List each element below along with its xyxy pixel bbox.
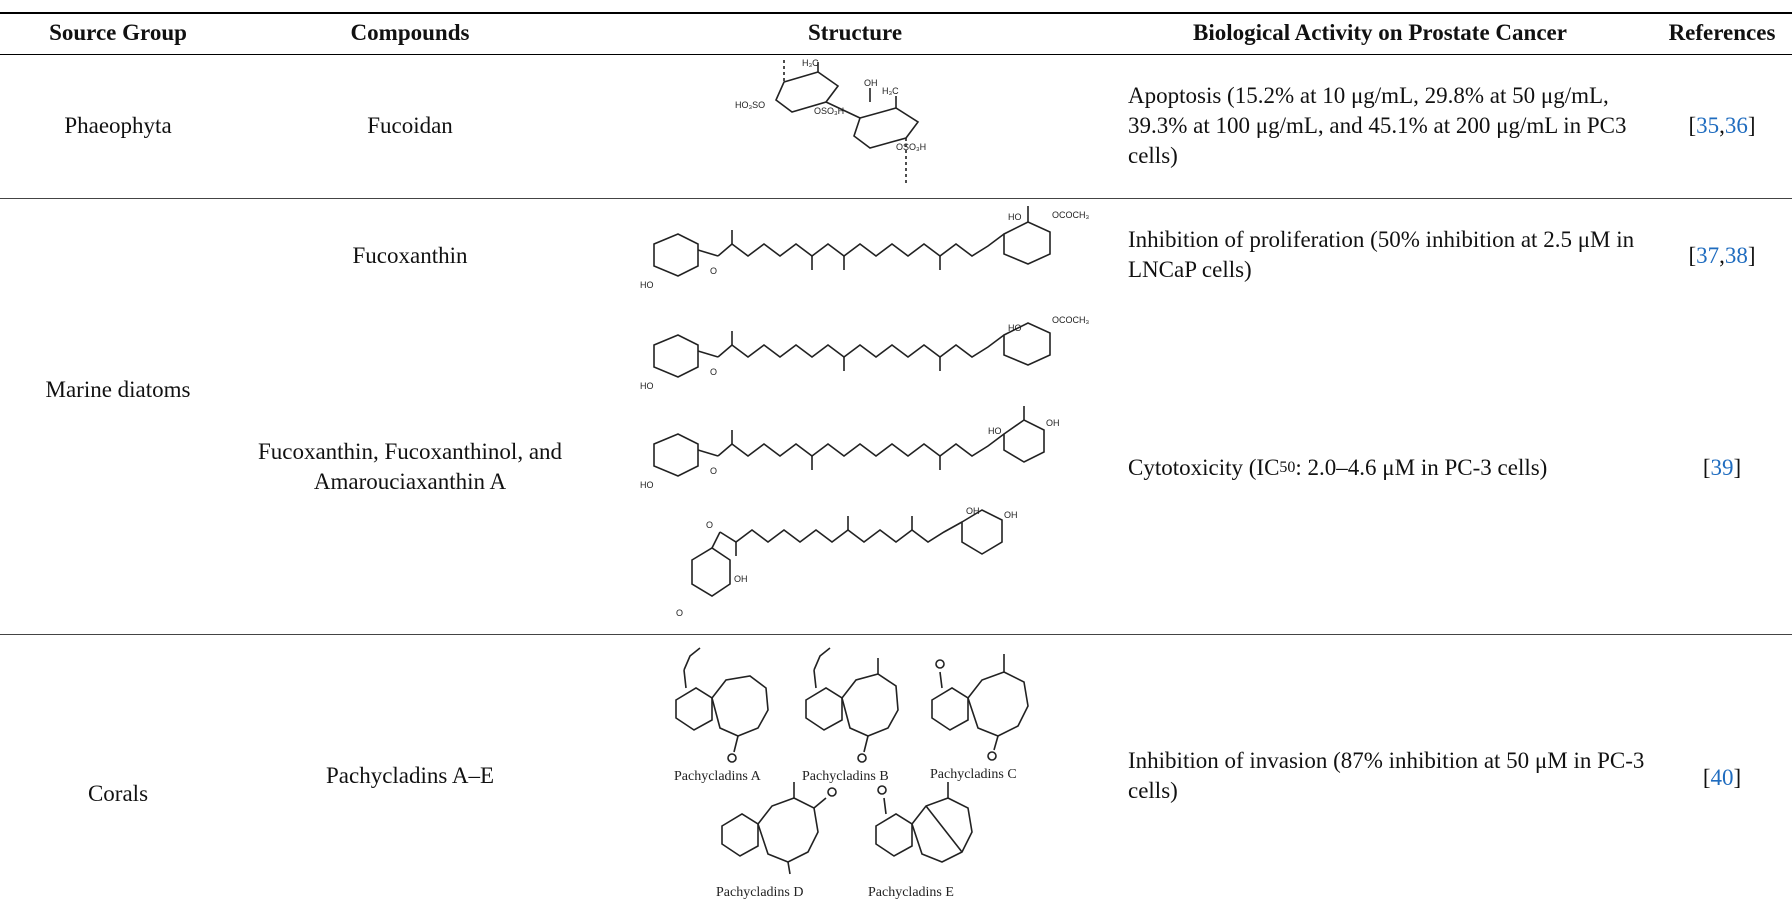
ref-link-37[interactable]: 37 bbox=[1696, 243, 1720, 268]
atom-o: O bbox=[710, 266, 717, 276]
row3-activity-suffix: : 2.0–4.6 μM in PC-3 cells) bbox=[1295, 455, 1548, 480]
fucoxanthin-structure-1: HO O HO OCOCH₃ bbox=[640, 204, 1089, 300]
atom-ho-2: HO bbox=[988, 426, 1002, 436]
ref-link-38[interactable]: 38 bbox=[1724, 243, 1748, 268]
row2-compound: Fucoxanthin bbox=[352, 243, 468, 268]
row1-source-group: Phaeophyta bbox=[64, 113, 172, 138]
row4-activity: Inhibition of invasion (87% inhibition a… bbox=[1128, 748, 1645, 803]
label-pachycladin-b: Pachycladins B bbox=[802, 769, 889, 784]
ref-bracket-close: ] bbox=[1733, 765, 1742, 790]
table-header-rule bbox=[0, 54, 1792, 55]
atom-oso3h-2: OSO₃H bbox=[896, 142, 926, 152]
ref-link-36[interactable]: 36 bbox=[1724, 113, 1748, 138]
pachycladin-e-structure bbox=[875, 782, 973, 863]
row2-source-group: Marine diatoms bbox=[45, 377, 191, 402]
fucoxanthinol-structure: HO O HO OH bbox=[640, 404, 1070, 500]
label-pachycladin-d: Pachycladins D bbox=[716, 885, 803, 900]
atom-ho: HO bbox=[640, 480, 654, 490]
atom-oso3h-1: OSO₃H bbox=[814, 106, 844, 116]
atom-oh: OH bbox=[734, 574, 748, 584]
ref-bracket-open: [ bbox=[1688, 113, 1697, 138]
label-pachycladin-c: Pachycladins C bbox=[930, 767, 1017, 782]
atom-ho: HO bbox=[640, 381, 654, 391]
row2-activity: Inhibition of proliferation (50% inhibit… bbox=[1128, 227, 1635, 282]
pachycladins-structures-image: Pachycladins A Pachycladins B bbox=[660, 640, 1060, 910]
row1-activity-text: Apoptosis (15.2% at 10 μg/mL, 29.8% at 5… bbox=[1128, 83, 1627, 168]
row3-references: [39] bbox=[1652, 450, 1792, 486]
pachycladin-a-structure bbox=[675, 647, 769, 763]
row-divider-1 bbox=[0, 198, 1792, 199]
header-source-group: Source Group bbox=[49, 20, 187, 45]
pachycladin-b-structure bbox=[805, 647, 899, 763]
ref-bracket-close: ] bbox=[1747, 243, 1756, 268]
pachycladin-d-structure bbox=[721, 782, 837, 875]
ref-link-35[interactable]: 35 bbox=[1696, 113, 1720, 138]
fucoidan-structure-image: H₃C HO₃SO OSO₃H OH H₃C OSO₃H bbox=[735, 58, 970, 188]
atom-o: O bbox=[706, 520, 713, 530]
row3-activity-prefix: Cytotoxicity (IC bbox=[1128, 455, 1280, 480]
header-structure: Structure bbox=[807, 20, 903, 45]
row4-references: [40] bbox=[1652, 758, 1792, 798]
atom-ho-2: HO bbox=[1008, 323, 1022, 333]
pachycladin-c-structure bbox=[931, 654, 1029, 761]
atom-ho3so: HO₃SO bbox=[735, 100, 765, 110]
row1-activity: Apoptosis (15.2% at 10 μg/mL, 29.8% at 5… bbox=[1128, 60, 1648, 192]
header-compounds: Compounds bbox=[350, 20, 470, 45]
atom-ho-2: HO bbox=[1008, 212, 1022, 222]
fucoxanthin-structure-2: HO O HO OCOCH₃ bbox=[640, 305, 1089, 401]
ref-bracket-open: [ bbox=[1702, 455, 1711, 480]
ref-bracket-close: ] bbox=[1747, 113, 1756, 138]
ref-bracket-close: ] bbox=[1733, 455, 1742, 480]
atom-ho: HO bbox=[640, 280, 654, 290]
row-divider-2 bbox=[0, 634, 1792, 635]
atom-oh-1: OH bbox=[864, 78, 878, 88]
header-references: References bbox=[1668, 20, 1776, 45]
amarouciaxanthin-structure: O O OH OH OH bbox=[672, 504, 1042, 620]
atom-ococh3: OCOCH₃ bbox=[1052, 315, 1089, 325]
header-activity: Biological Activity on Prostate Cancer bbox=[1193, 20, 1567, 45]
atom-o: O bbox=[710, 466, 717, 476]
ref-link-40[interactable]: 40 bbox=[1710, 765, 1734, 790]
row3-compound: Fucoxanthin, Fucoxanthinol, and Amarouci… bbox=[257, 439, 563, 494]
atom-o-2: O bbox=[676, 608, 683, 618]
ref-sep: , bbox=[1719, 113, 1725, 138]
ref-sep: , bbox=[1719, 243, 1725, 268]
row2-references: [37,38] bbox=[1652, 236, 1792, 276]
atom-oh-2: OH bbox=[966, 506, 980, 516]
ref-link-39[interactable]: 39 bbox=[1710, 455, 1734, 480]
atom-ococh3: OCOCH₃ bbox=[1052, 210, 1089, 220]
atom-oh-3: OH bbox=[1004, 510, 1018, 520]
table-top-rule bbox=[0, 12, 1792, 14]
label-pachycladin-e: Pachycladins E bbox=[868, 885, 954, 900]
atom-oh: OH bbox=[1046, 418, 1060, 428]
atom-h3c-1: H₃C bbox=[802, 58, 819, 68]
row4-compound: Pachycladins A–E bbox=[326, 763, 494, 788]
atom-h3c-2: H₃C bbox=[882, 86, 899, 96]
row1-references: [35,36] bbox=[1652, 60, 1792, 192]
atom-o: O bbox=[710, 367, 717, 377]
ref-bracket-open: [ bbox=[1702, 765, 1711, 790]
ref-bracket-open: [ bbox=[1688, 243, 1697, 268]
label-pachycladin-a: Pachycladins A bbox=[674, 769, 762, 784]
row4-source-group: Corals bbox=[87, 781, 149, 806]
row1-compound: Fucoidan bbox=[367, 113, 453, 138]
